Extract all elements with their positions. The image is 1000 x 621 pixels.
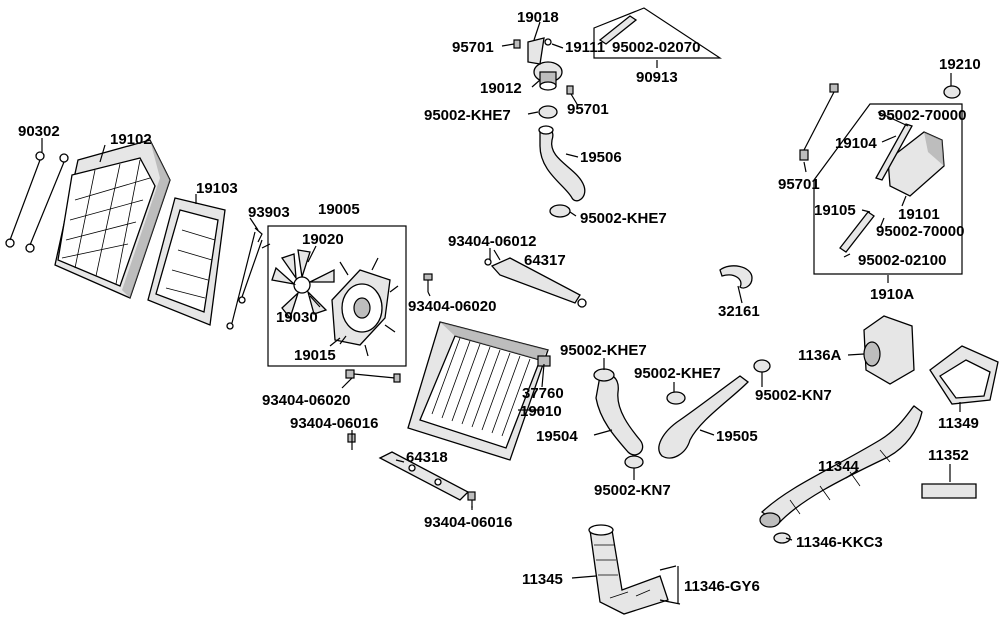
pipe-19104-drawing (875, 123, 913, 181)
cover-11349-drawing (929, 345, 999, 405)
duct-11344-drawing (759, 405, 923, 528)
callout-19210: 19210 (939, 56, 981, 73)
callout-19012: 19012 (480, 80, 522, 97)
hose-19505-drawing (658, 375, 749, 459)
clamp-95002-khe7-right-drawing (666, 391, 686, 405)
callout-19506: 19506 (580, 149, 622, 166)
radiator-grille-19102-drawing (54, 139, 171, 299)
callout-95002-khe7-mid: 95002-KHE7 (580, 210, 667, 227)
callout-19104: 19104 (835, 135, 877, 152)
callout-90302: 90302 (18, 123, 60, 140)
callout-64318: 64318 (406, 449, 448, 466)
callout-11346-gy6: 11346-GY6 (684, 578, 760, 595)
radiator-19010-drawing (407, 321, 551, 461)
callout-93404-06016-upper: 93404-06016 (290, 415, 378, 432)
callout-11344: 11344 (818, 458, 860, 475)
callout-1910A: 1910A (870, 286, 914, 303)
callout-95002-kn7-right: 95002-KN7 (755, 387, 832, 404)
leader-lines (41, 21, 961, 604)
callout-11345: 11345 (522, 571, 563, 588)
callout-11346-kkc3: 11346-KKC3 (796, 534, 883, 551)
clamp-95002-khe7-lower-drawing (593, 368, 615, 382)
callout-95002-02100: 95002-02100 (858, 252, 946, 269)
callout-19103: 19103 (196, 180, 238, 197)
callout-93903: 93903 (248, 204, 290, 221)
callout-19504: 19504 (536, 428, 578, 445)
hose-19504-drawing (595, 373, 644, 456)
callout-32161: 32161 (718, 303, 760, 320)
callout-93404-06016-lower: 93404-06016 (424, 514, 512, 531)
callout-19018: 19018 (517, 9, 559, 26)
bracket-19018-drawing (527, 37, 545, 65)
callout-19005: 19005 (318, 201, 360, 218)
callout-11349: 11349 (938, 415, 979, 432)
callout-64317: 64317 (524, 252, 566, 269)
clip-19111-drawing (544, 38, 552, 46)
callout-19030: 19030 (276, 309, 318, 326)
fan-assembly-19005-box (267, 225, 407, 367)
callout-95002-kn7-left: 95002-KN7 (594, 482, 671, 499)
screw-95701-right-drawing (799, 83, 839, 161)
bolt-93404-06020-lower-drawing (345, 369, 401, 383)
clip-93903-drawing (226, 227, 271, 330)
thermostat-housing-19012-drawing (533, 61, 563, 91)
callout-95701-top: 95701 (452, 39, 494, 56)
duct-11345-drawing (588, 524, 669, 615)
bracket-64318-drawing (378, 451, 470, 501)
bolt-93404-06016-lower-drawing (467, 491, 476, 508)
clamp-11346-kkc3-drawing (773, 532, 791, 544)
screw-95701-mid-drawing (566, 85, 574, 95)
callout-95002-khe7-top: 95002-KHE7 (424, 107, 511, 124)
callout-95002-khe7-lower: 95002-KHE7 (560, 342, 647, 359)
clamp-95002-kn7-right-drawing (753, 359, 771, 373)
fan-shroud-19015-drawing (329, 257, 399, 357)
callout-95002-02070: 95002-02070 (612, 39, 700, 56)
callout-19111: 19111 (565, 39, 605, 56)
callout-19105: 19105 (814, 202, 856, 219)
bolt-93404-06020-upper-drawing (423, 273, 433, 292)
callout-93404-06020-lower: 93404-06020 (262, 392, 350, 409)
hose-95002-02070-box (593, 7, 723, 59)
bolt-90302-drawing (5, 151, 69, 253)
callout-95002-70000-top: 95002-70000 (878, 107, 966, 124)
callout-95002-70000-bottom: 95002-70000 (876, 223, 964, 240)
callout-93404-06020-upper: 93404-06020 (408, 298, 496, 315)
radiator-screen-19103-drawing (147, 197, 226, 326)
bracket-64317-drawing (484, 248, 587, 308)
callout-93404-06012: 93404-06012 (448, 233, 536, 250)
callout-95701-right: 95701 (778, 176, 820, 193)
screw-95701-top-drawing (513, 39, 521, 49)
band-32161-drawing (719, 265, 753, 289)
callout-19010: 19010 (520, 403, 562, 420)
clamp-95002-khe7-mid-drawing (549, 204, 571, 218)
callout-labels: 90302 19102 19103 93903 19005 19020 1903… (18, 9, 981, 595)
duct-1136A-drawing (863, 315, 915, 385)
callout-19015: 19015 (294, 347, 336, 364)
plate-11352-drawing (921, 483, 977, 499)
callout-95002-khe7-right: 95002-KHE7 (634, 365, 721, 382)
clamp-95002-kn7-left-drawing (624, 455, 644, 469)
hose-19105-drawing (839, 211, 875, 253)
clamp-95002-khe7-top-drawing (538, 105, 558, 119)
fan-blade-19020-drawing (271, 249, 335, 320)
cap-19210-drawing (943, 85, 961, 99)
callout-95701-mid: 95701 (567, 101, 609, 118)
callout-19102: 19102 (110, 131, 152, 148)
callout-90913: 90913 (636, 69, 678, 86)
callout-11352: 11352 (928, 447, 969, 464)
callout-1136A: 1136A (798, 347, 842, 364)
callout-37760: 37760 (522, 385, 564, 402)
hose-19506-drawing (538, 125, 586, 202)
clamp-11346-gy6-drawing (659, 565, 681, 605)
callout-19505: 19505 (716, 428, 758, 445)
callout-19020: 19020 (302, 231, 344, 248)
callout-19101: 19101 (898, 206, 940, 223)
reservoir-assembly-1910A-box (813, 103, 963, 275)
reservoir-tank-19101-drawing (887, 131, 945, 197)
